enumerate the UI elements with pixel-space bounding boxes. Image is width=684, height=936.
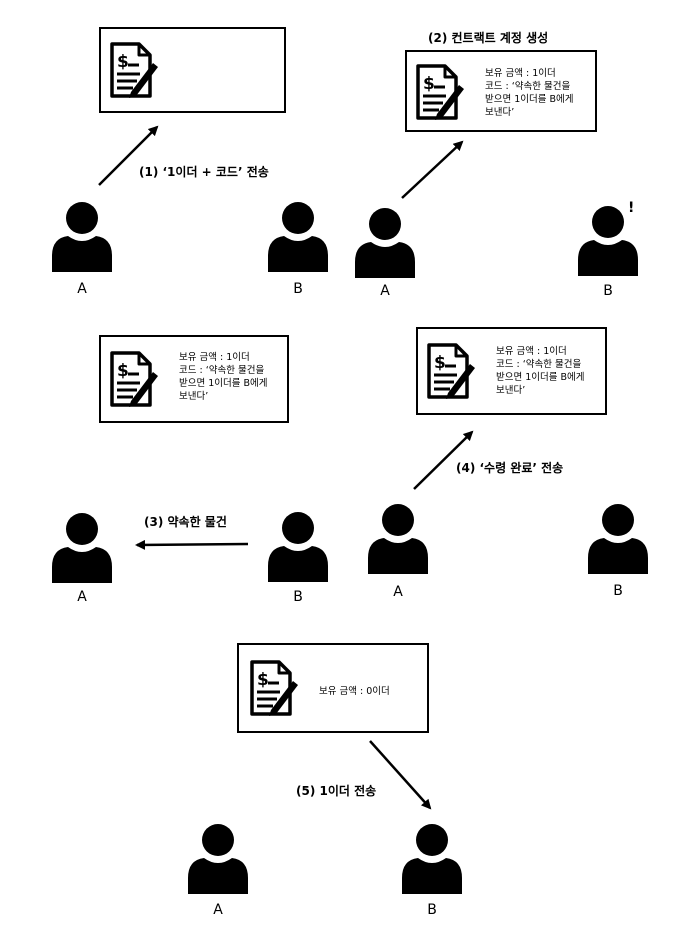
step1-label: (1) ‘1이더 + 코드’ 전송 [139, 165, 269, 179]
contract-code-line2: 받으면 1이더를 B에게 [179, 378, 268, 389]
arrow-step4 [413, 430, 474, 490]
contract-balance-final: 보유 금액 : 0이더 [319, 686, 390, 697]
contract-details: 보유 금액 : 1이더 코드 : ‘약속한 물건을 받으면 1이더를 B에게 보… [485, 67, 574, 119]
step4-label: (4) ‘수령 완료’ 전송 [456, 461, 564, 475]
contract-code-line3: 보낸다’ [485, 107, 515, 118]
step5-label: (5) 1이더 전송 [296, 784, 377, 798]
b-alert-mark: ! [628, 200, 635, 216]
contract-box-step1 [99, 27, 286, 113]
person-b-label: B [613, 583, 623, 599]
contract-details: 보유 금액 : 0이더 [319, 685, 390, 698]
contract-details: 보유 금액 : 1이더 코드 : ‘약속한 물건을 받으면 1이더를 B에게 보… [179, 351, 268, 403]
contract-box-step3: 보유 금액 : 1이더 코드 : ‘약속한 물건을 받으면 1이더를 B에게 보… [99, 335, 289, 423]
contract-balance: 보유 금액 : 1이더 [179, 352, 250, 363]
arrow-step3 [135, 539, 249, 550]
person-b-label: B [293, 281, 303, 297]
contract-balance: 보유 금액 : 1이더 [485, 68, 556, 79]
person-b-label: B [293, 589, 303, 605]
person-a-label: A [380, 283, 390, 299]
contract-code-line2: 받으면 1이더를 B에게 [485, 94, 574, 105]
person-a-label: A [77, 281, 87, 297]
contract-box-step2: 보유 금액 : 1이더 코드 : ‘약속한 물건을 받으면 1이더를 B에게 보… [405, 50, 597, 132]
contract-balance: 보유 금액 : 1이더 [496, 346, 567, 357]
contract-code-line2: 받으면 1이더를 B에게 [496, 372, 585, 383]
arrow-step2 [401, 140, 464, 199]
contract-details: 보유 금액 : 1이더 코드 : ‘약속한 물건을 받으면 1이더를 B에게 보… [496, 345, 585, 397]
person-b-label: B [603, 283, 613, 299]
contract-code-line1: 코드 : ‘약속한 물건을 [496, 359, 582, 370]
contract-box-step5: 보유 금액 : 0이더 [237, 643, 429, 733]
step2-label: (2) 컨트랙트 계정 생성 [428, 31, 549, 45]
person-a-label: A [77, 589, 87, 605]
contract-code-line3: 보낸다’ [496, 385, 526, 396]
person-b-label: B [427, 902, 437, 918]
contract-code-line1: 코드 : ‘약속한 물건을 [179, 365, 265, 376]
contract-code-line1: 코드 : ‘약속한 물건을 [485, 81, 571, 92]
arrow-step5 [369, 740, 432, 810]
step3-label: (3) 약속한 물건 [144, 515, 227, 529]
arrow-step1 [98, 125, 159, 186]
contract-code-line3: 보낸다’ [179, 391, 209, 402]
person-a-label: A [393, 584, 403, 600]
contract-box-step4: 보유 금액 : 1이더 코드 : ‘약속한 물건을 받으면 1이더를 B에게 보… [416, 327, 607, 415]
person-a-label: A [213, 902, 223, 918]
